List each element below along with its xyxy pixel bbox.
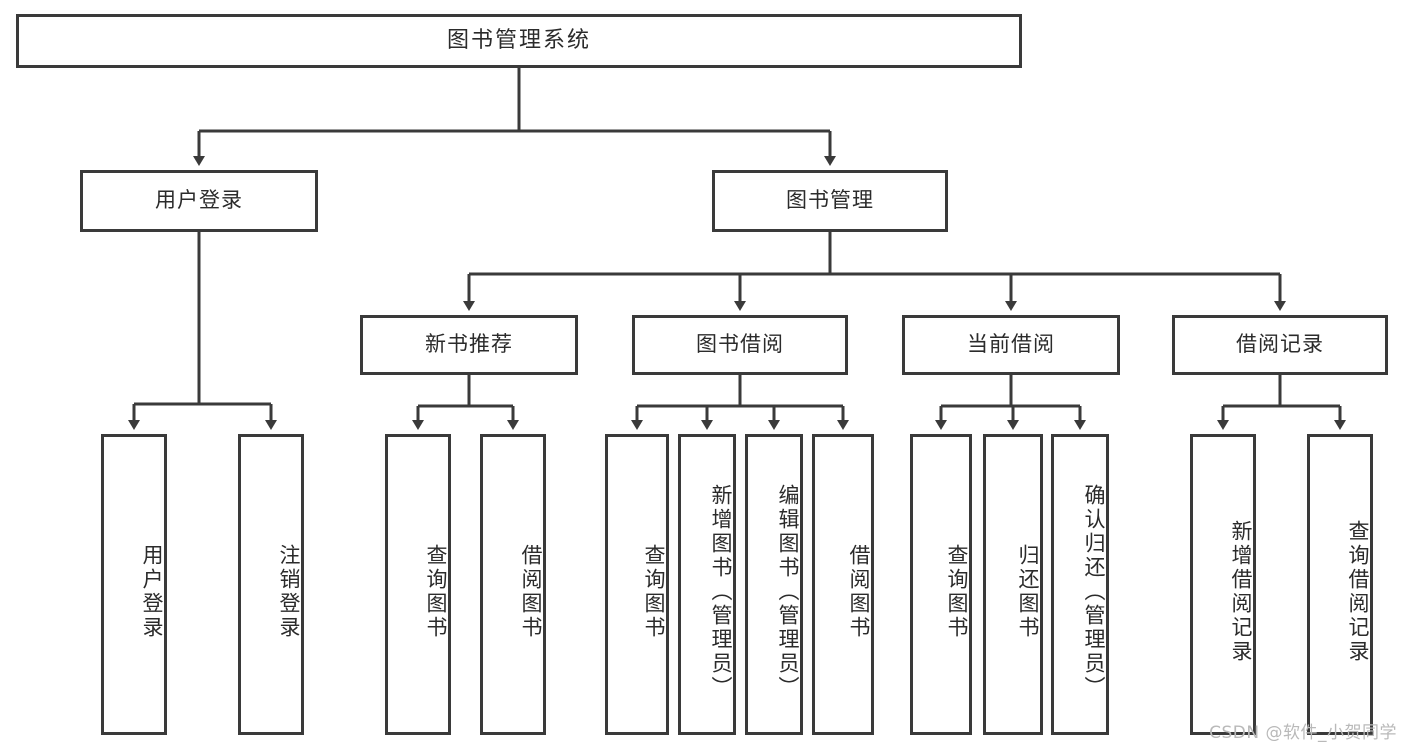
leaf-borrow-book-1[interactable]: 借阅图书 [480,434,546,735]
leaf-query-borrow-record[interactable]: 查询借阅记录 [1307,434,1373,735]
watermark: CSDN @软件_小贺同学 [1209,723,1397,743]
node-root[interactable]: 图书管理系统 [16,14,1022,68]
leaf-label: 注销登录 [277,543,301,640]
node-book-borrow[interactable]: 图书借阅 [632,315,848,375]
leaf-label: 查询图书 [945,543,969,640]
leaf-add-borrow-record[interactable]: 新增借阅记录 [1190,434,1256,735]
leaf-label: 查询借阅记录 [1346,519,1370,664]
leaf-query-book-3[interactable]: 查询图书 [910,434,972,735]
node-borrow-record[interactable]: 借阅记录 [1172,315,1388,375]
leaf-label: 借阅图书 [519,543,543,640]
leaf-confirm-return[interactable]: 确认归还（管理员） [1051,434,1109,735]
node-current-borrow[interactable]: 当前借阅 [902,315,1120,375]
node-user-login[interactable]: 用户登录 [80,170,318,232]
leaf-user-login[interactable]: 用户登录 [101,434,167,735]
leaf-label: 编辑图书（管理员） [776,483,800,700]
leaf-label: 用户登录 [140,543,164,640]
node-new-book-recommend[interactable]: 新书推荐 [360,315,578,375]
leaf-label: 查询图书 [642,543,666,640]
leaf-logout[interactable]: 注销登录 [238,434,304,735]
leaf-label: 归还图书 [1016,543,1040,640]
leaf-label: 新增图书（管理员） [709,483,733,700]
leaf-query-book-2[interactable]: 查询图书 [605,434,669,735]
leaf-add-book[interactable]: 新增图书（管理员） [678,434,736,735]
node-book-manage[interactable]: 图书管理 [712,170,948,232]
leaf-edit-book[interactable]: 编辑图书（管理员） [745,434,803,735]
leaf-label: 确认归还（管理员） [1082,483,1106,700]
leaf-return-book[interactable]: 归还图书 [983,434,1043,735]
leaf-label: 查询图书 [424,543,448,640]
leaf-query-book-1[interactable]: 查询图书 [385,434,451,735]
leaf-label: 借阅图书 [847,543,871,640]
leaf-label: 新增借阅记录 [1229,519,1253,664]
leaf-borrow-book-2[interactable]: 借阅图书 [812,434,874,735]
